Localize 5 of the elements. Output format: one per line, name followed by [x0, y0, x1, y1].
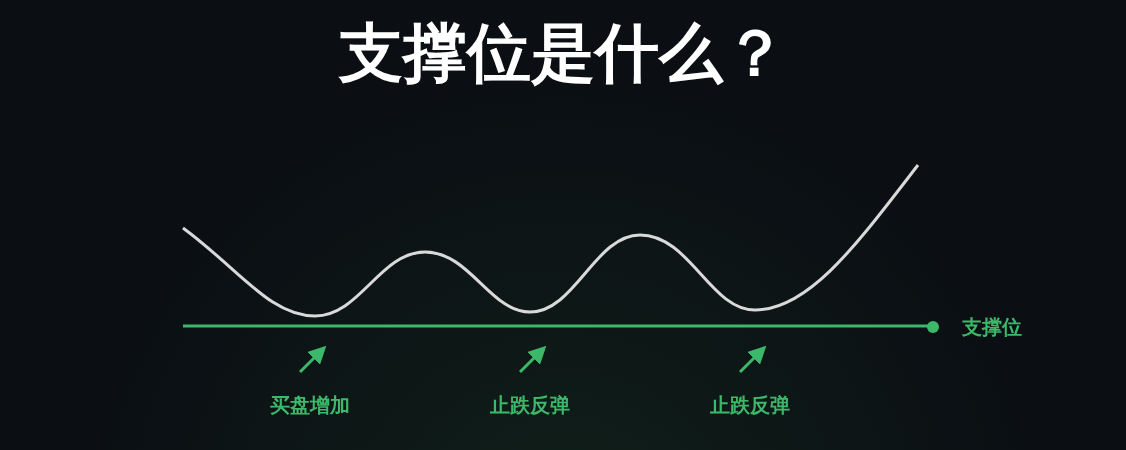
annotation-label: 买盘增加 — [270, 392, 350, 418]
support-label: 支撑位 — [962, 314, 1022, 340]
annotation-label: 止跌反弹 — [710, 392, 790, 418]
page-title: 支撑位是什么？ — [339, 15, 787, 92]
annotation-label: 止跌反弹 — [490, 392, 570, 418]
